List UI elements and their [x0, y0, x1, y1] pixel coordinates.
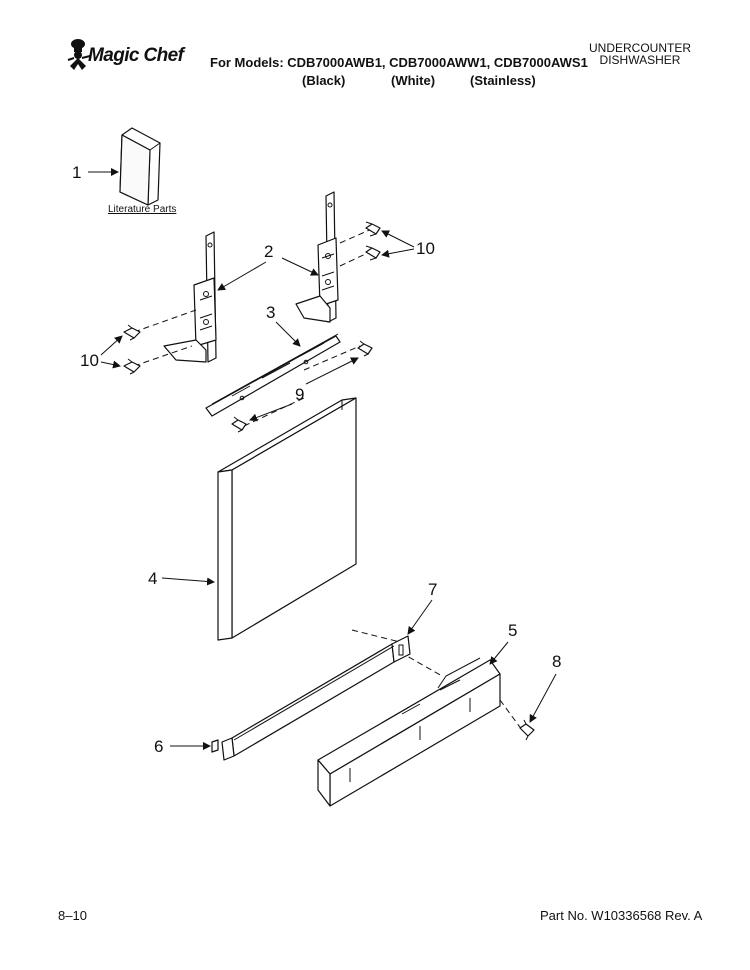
page-number: 8–10 — [58, 908, 87, 923]
callout-5: 5 — [508, 621, 517, 640]
trim-clip — [211, 739, 219, 753]
leader-8 — [529, 673, 557, 723]
leader-10-lower-b — [100, 360, 121, 369]
leader-5 — [489, 641, 509, 665]
hinge-screws-left — [123, 309, 197, 375]
product-type-line1: UNDERCOUNTER — [589, 41, 691, 55]
bracket-screws — [231, 340, 373, 433]
leader-10-upper-b — [381, 248, 415, 258]
leader-2a — [217, 261, 267, 291]
hinge-bracket-left — [163, 231, 217, 363]
brand-logo: Magic Chef — [66, 36, 206, 76]
literature-booklet — [119, 127, 161, 206]
callout-2: 2 — [264, 242, 273, 261]
callout-1: 1 — [72, 163, 81, 182]
brand-name: Magic Chef — [88, 45, 184, 66]
chef-hat-icon — [67, 39, 91, 70]
callout-10-upper: 10 — [416, 239, 435, 258]
callout-8: 8 — [552, 652, 561, 671]
variant-black: (Black) — [302, 73, 346, 88]
variant-stainless: (Stainless) — [470, 73, 536, 88]
callout-3: 3 — [266, 303, 275, 322]
toe-panel-bracket — [317, 657, 501, 807]
hinge-bracket-right — [295, 191, 339, 323]
models-line: For Models: CDB7000AWB1, CDB7000AWW1, CD… — [210, 55, 588, 70]
leader-10-upper-a — [381, 230, 415, 248]
door-top-bracket — [205, 333, 341, 417]
callout-6: 6 — [154, 737, 163, 756]
leader-4 — [161, 577, 215, 586]
part-number: Part No. W10336568 Rev. A — [540, 908, 703, 923]
leader-3 — [275, 321, 301, 347]
callout-10-lower: 10 — [80, 351, 99, 370]
product-type-line2: DISHWASHER — [599, 53, 681, 67]
door-panel — [217, 397, 357, 641]
toe-panel-screw — [499, 699, 535, 741]
callout-9: 9 — [295, 385, 304, 404]
leader-7 — [407, 599, 433, 635]
hinge-screws-right — [339, 221, 381, 267]
variant-white: (White) — [391, 73, 436, 88]
callout-4: 4 — [148, 569, 157, 588]
leader-10-lower-a — [100, 335, 123, 356]
callout-7: 7 — [428, 580, 437, 599]
lower-trim-panel — [221, 629, 443, 761]
leader-9b — [249, 403, 293, 422]
leader-9a — [305, 357, 359, 385]
leader-2b — [281, 257, 319, 276]
literature-parts-label: Literature Parts — [108, 204, 176, 215]
